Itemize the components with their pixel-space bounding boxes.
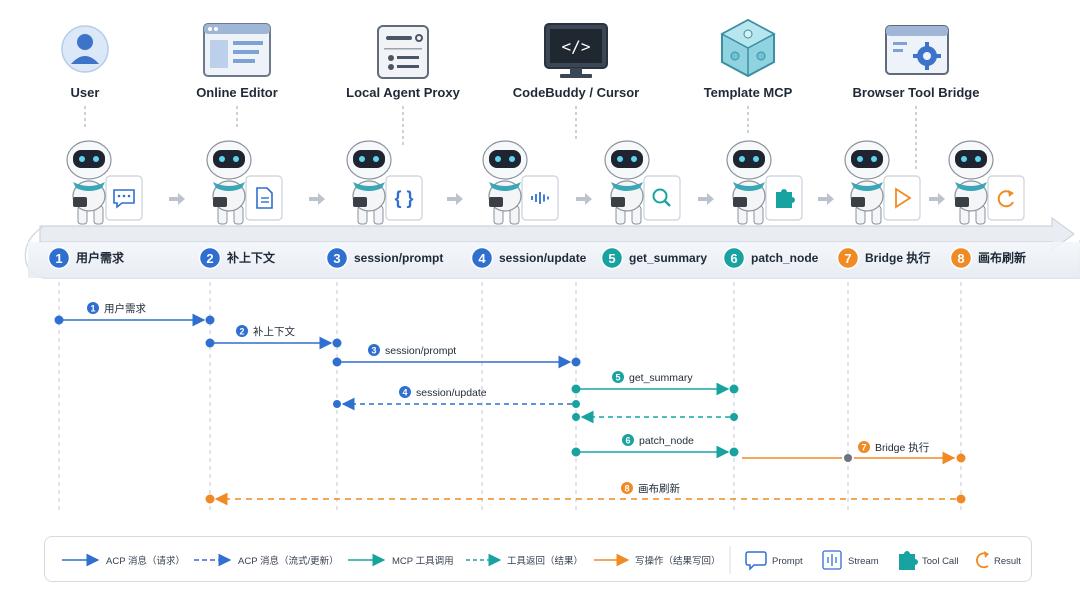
step-2: 2 补上下文 (198, 246, 276, 270)
flow-chevron (169, 193, 185, 205)
robot-1 (66, 140, 143, 225)
robot-6 (726, 140, 803, 225)
robot-arrows (169, 193, 945, 205)
step-label: get_summary (629, 251, 707, 265)
message-label-8: 8 画布刷新 (621, 482, 680, 495)
step-6: 6 patch_node (722, 246, 819, 270)
legend (44, 536, 1032, 582)
message-text: patch_node (639, 435, 694, 447)
message-arrows (54, 313, 966, 506)
flow-chevron (698, 193, 714, 205)
message-number: 4 (402, 388, 407, 398)
flow-chevron (929, 193, 945, 205)
robot-4 (482, 140, 559, 225)
flow-chevron (447, 193, 463, 205)
editor-window-icon (203, 23, 271, 77)
step-7: 7 Bridge 执行 (836, 246, 930, 270)
message-label-3: 3 session/prompt (368, 344, 456, 357)
participant-name: Template MCP (704, 85, 793, 100)
step-number: 7 (844, 251, 851, 266)
step-number: 3 (333, 251, 340, 266)
participant-name: CodeBuddy / Cursor (513, 85, 639, 100)
message-number: 6 (625, 436, 630, 446)
step-number: 2 (206, 251, 213, 266)
message-text: 画布刷新 (638, 482, 680, 495)
robot-3: { } (346, 140, 423, 225)
step-number: 4 (478, 251, 486, 266)
play-icon (895, 187, 912, 209)
message-label-5: 5 get_summary (612, 371, 693, 384)
lifelines (58, 282, 962, 512)
message-text: 补上下文 (253, 325, 295, 338)
step-5: 5 get_summary (600, 246, 707, 270)
step-number: 6 (730, 251, 737, 266)
robot-7 (844, 140, 921, 225)
message-label-4: 4 session/update (399, 386, 487, 399)
svg-text:{ }: { } (394, 188, 413, 208)
step-1: 1 用户需求 (47, 246, 125, 270)
timeline-band (24, 217, 1080, 279)
robot-2 (206, 140, 283, 225)
user-icon (61, 25, 109, 73)
message-label-6: 6 patch_node (622, 434, 694, 447)
step-label: 补上下文 (226, 250, 276, 265)
message-number: 7 (861, 443, 866, 453)
step-label: Bridge 执行 (865, 250, 930, 265)
refresh-icon (997, 190, 1014, 208)
message-number: 1 (90, 304, 95, 314)
message-label-1: 1 用户需求 (87, 302, 146, 315)
step-label: 用户需求 (75, 250, 125, 265)
participant-name: Browser Tool Bridge (853, 85, 980, 100)
puzzle-icon (776, 189, 795, 208)
chat-bubble-icon (113, 189, 135, 209)
robot-row: { } (66, 140, 1025, 225)
step-label: session/update (499, 251, 587, 265)
header-connectors (84, 106, 917, 172)
message-labels: 1 用户需求 2 补上下文 3 session/prompt 4 session/update… (87, 302, 930, 495)
participant-name: Online Editor (196, 85, 278, 100)
participant-names: User Online Editor Local Agent Proxy CodeBu… (71, 85, 980, 100)
step-8: 8 画布刷新 (949, 246, 1026, 270)
step-row: 1 用户需求 2 补上下文 3 session/prompt 4 session/update… (47, 246, 1026, 270)
robot-5 (604, 140, 681, 225)
step-number: 1 (55, 251, 62, 266)
puzzle-cube-icon (720, 18, 776, 78)
robot-8 (948, 140, 1025, 225)
message-text: 用户需求 (104, 302, 146, 315)
message-text: session/update (416, 387, 487, 399)
message-text: get_summary (629, 372, 693, 384)
proxy-server-icon (377, 25, 429, 79)
flow-chevron (576, 193, 592, 205)
participant-name: Local Agent Proxy (346, 85, 460, 100)
message-number: 8 (624, 484, 629, 494)
step-label: session/prompt (354, 251, 443, 265)
participant-name: User (71, 85, 100, 100)
message-number: 3 (371, 346, 376, 356)
message-text: Bridge 执行 (875, 441, 930, 454)
braces-icon: { } (394, 188, 413, 208)
svg-text:</>: </> (562, 37, 591, 56)
code-monitor-icon: </> (544, 23, 608, 78)
step-number: 8 (957, 251, 964, 266)
message-dot (54, 315, 64, 325)
message-number: 5 (615, 373, 620, 383)
waveform-icon (531, 192, 549, 204)
flow-chevron (309, 193, 325, 205)
flow-chevron (818, 193, 834, 205)
step-4: 4 session/update (470, 246, 587, 270)
document-icon (256, 187, 273, 209)
message-label-7: 7 Bridge 执行 (858, 441, 930, 454)
message-number: 2 (239, 327, 244, 337)
step-label: patch_node (751, 251, 819, 265)
step-label: 画布刷新 (978, 250, 1026, 265)
message-text: session/prompt (385, 345, 456, 357)
step-3: 3 session/prompt (325, 246, 443, 270)
browser-gear-icon (885, 25, 949, 75)
message-label-2: 2 补上下文 (236, 325, 295, 338)
search-icon (652, 188, 671, 207)
step-number: 5 (608, 251, 615, 266)
